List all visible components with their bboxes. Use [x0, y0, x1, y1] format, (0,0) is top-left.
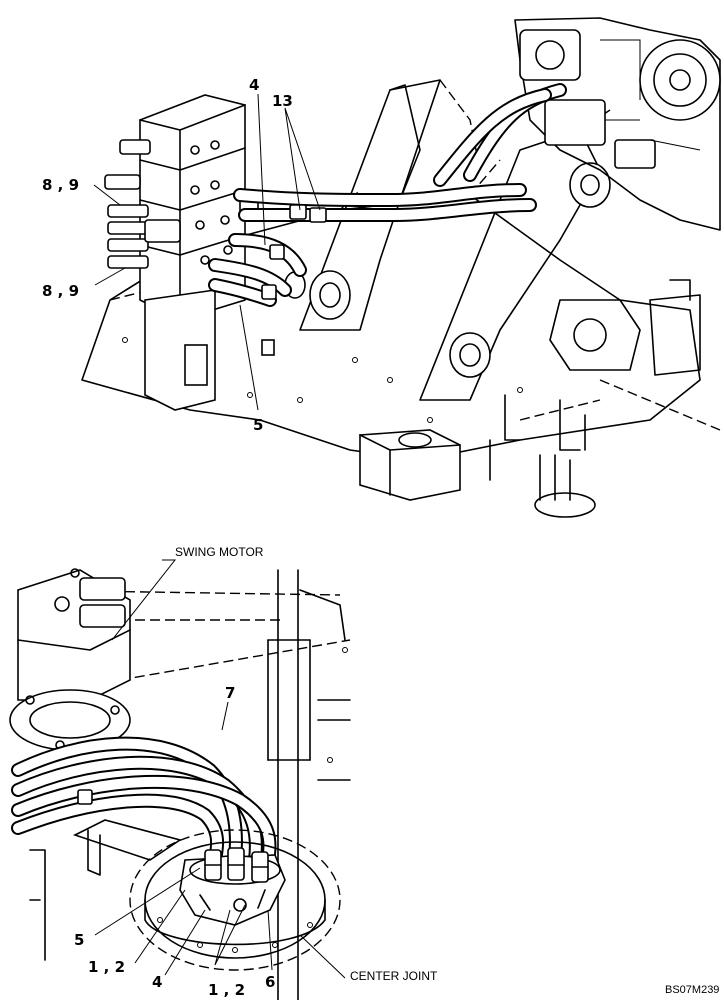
- callout-6: 6: [265, 973, 275, 991]
- control-valve: [104, 94, 275, 411]
- top-hoses: [208, 83, 567, 307]
- joint-brackets: [29, 819, 182, 961]
- callout-4-bottom: 4: [152, 973, 162, 991]
- figure-id: BS07M239: [665, 984, 719, 996]
- right-pipework: [489, 279, 721, 518]
- bottom-leaders: [94, 559, 346, 979]
- callout-1-2-right: 1 , 2: [208, 981, 245, 999]
- callout-8-9-upper: 8 , 9: [42, 176, 79, 194]
- top-leaders: [93, 93, 321, 411]
- swing-hoses: [11, 736, 277, 867]
- center-joint-label: CENTER JOINT: [350, 969, 438, 983]
- center-joint: [129, 829, 341, 971]
- callout-7: 7: [225, 684, 235, 702]
- boom-bracket: [284, 79, 611, 401]
- top-view: 4 13 8 , 9 8 , 9 5: [42, 17, 721, 518]
- swing-motor-label: SWING MOTOR: [175, 545, 264, 559]
- swing-bracket-box: [359, 429, 461, 501]
- swing-motor: [9, 568, 131, 751]
- callout-13: 13: [272, 92, 293, 110]
- bottom-view: SWING MOTOR 7 5 1 , 2 4 1 , 2 6 CENTER J…: [9, 545, 438, 1000]
- callout-5-bottom: 5: [74, 931, 84, 949]
- callout-8-9-lower: 8 , 9: [42, 282, 79, 300]
- callout-1-2-left: 1 , 2: [88, 958, 125, 976]
- callout-5: 5: [253, 416, 263, 434]
- callout-4: 4: [249, 76, 259, 94]
- engine-pump: [514, 17, 721, 231]
